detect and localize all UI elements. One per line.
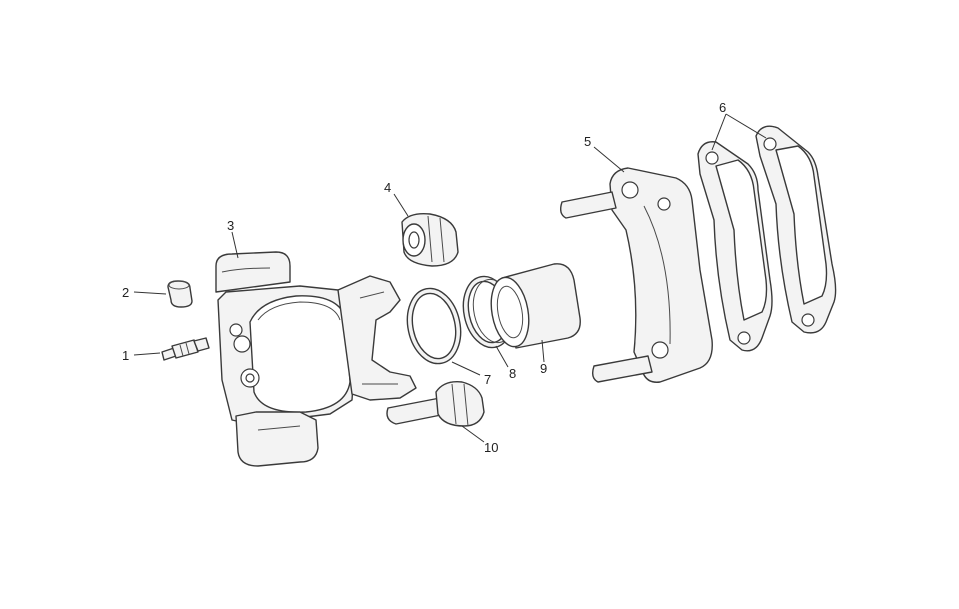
callout-5: 5 [584,134,591,149]
callout-9: 9 [540,361,547,376]
callout-8: 8 [509,366,516,381]
callout-2: 2 [122,285,129,300]
callout-4: 4 [384,180,391,195]
leader-6b [725,113,767,139]
pin-boot [401,212,459,267]
callout-labels: 1 2 3 4 5 6 7 8 9 10 [122,100,726,455]
leader-9 [541,339,545,363]
piston-seal [406,287,462,365]
caliper-bracket [559,167,713,383]
leader-10 [461,425,485,443]
callout-3: 3 [227,218,234,233]
leader-4 [393,193,409,217]
leader-6a [711,113,727,151]
caliper-body [215,251,417,467]
callout-6: 6 [719,100,726,115]
callout-1: 1 [122,348,129,363]
leader-lines [133,113,767,443]
slide-pin [386,381,485,427]
leader-2 [133,291,167,295]
leader-5 [593,146,625,173]
leader-3 [231,231,239,259]
brake-pads [697,125,837,352]
leader-1 [133,352,161,356]
callout-10: 10 [484,440,498,455]
piston [490,263,581,349]
leader-7 [451,361,481,376]
leader-8 [495,345,509,368]
callout-7: 7 [484,372,491,387]
bleeder-cap [167,280,193,308]
bleeder-valve [161,337,210,361]
